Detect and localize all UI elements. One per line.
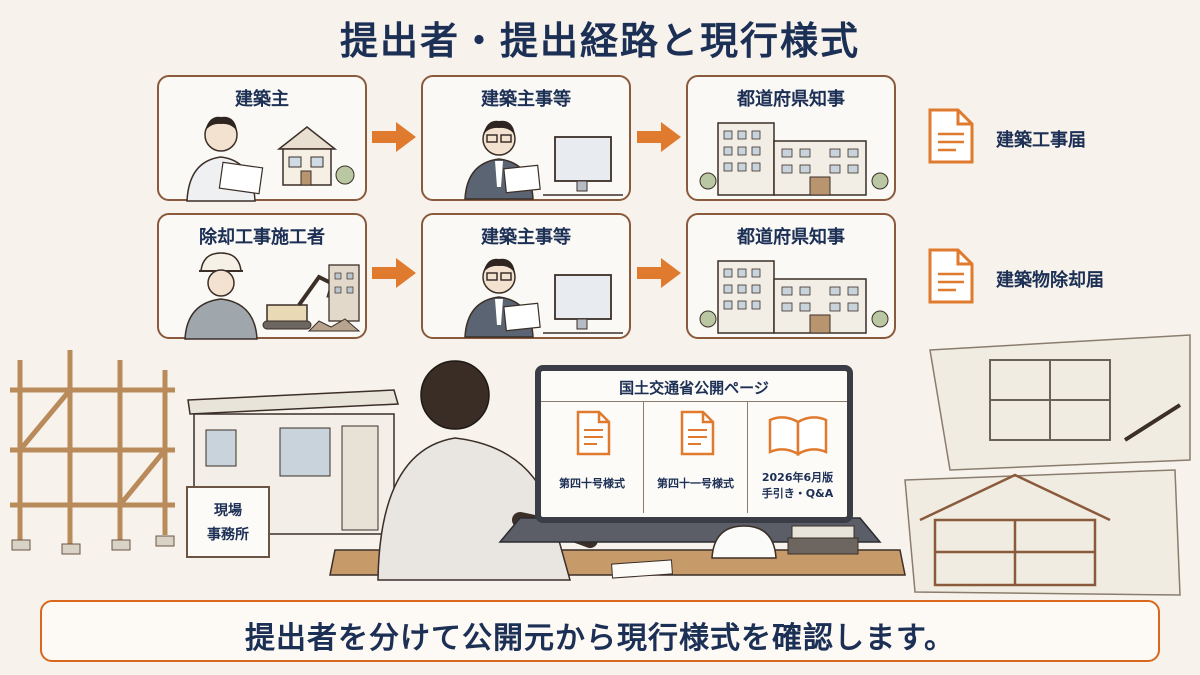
submitter-label: 建築主 xyxy=(235,89,289,110)
form-link-41[interactable]: 第四十一号様式 xyxy=(643,401,747,513)
official-at-desk-illustration xyxy=(464,120,623,200)
form-link-40[interactable]: 第四十号様式 xyxy=(541,401,643,513)
construction-office-scene-illustration xyxy=(10,334,1191,596)
government-building-illustration xyxy=(699,260,889,334)
page-title: 提出者・提出経路と現行様式 xyxy=(339,19,860,63)
guide-version-label: 2026年6月版 xyxy=(761,471,834,484)
intermediary-label: 建築主事等 xyxy=(481,89,571,110)
form-label: 第四十一号様式 xyxy=(657,477,734,490)
site-office-sign: 現場 事務所 xyxy=(186,486,270,558)
arrow-right-icon xyxy=(372,258,416,288)
mlit-page-title: 国土交通省公開ページ xyxy=(619,379,769,397)
sign-line-2: 事務所 xyxy=(207,527,249,543)
submitter-label: 除却工事施工者 xyxy=(199,227,325,248)
authority-card: 都道府県知事 xyxy=(686,213,896,339)
worker-with-excavator-illustration xyxy=(184,252,361,340)
document-icon xyxy=(928,108,974,164)
form-label-demolition: 建築物除却届 xyxy=(996,270,1104,291)
government-building-illustration xyxy=(699,122,889,196)
document-icon xyxy=(680,410,715,456)
guide-title-label: 手引き・Q&A xyxy=(761,487,834,500)
form-label-construction: 建築工事届 xyxy=(996,130,1086,151)
footer-message: 提出者を分けて公開元から現行様式を確認します。 xyxy=(245,621,955,656)
intermediary-label: 建築主事等 xyxy=(481,227,571,248)
guide-link[interactable]: 2026年6月版 手引き・Q&A xyxy=(747,401,847,513)
submitter-card-demolition: 除却工事施工者 xyxy=(157,213,367,340)
arrow-right-icon xyxy=(637,258,681,288)
arrow-right-icon xyxy=(372,122,416,152)
intermediary-card: 建築主事等 xyxy=(421,213,631,339)
document-icon xyxy=(576,410,611,456)
sign-line-1: 現場 xyxy=(214,503,242,519)
laptop-screen: 国土交通省公開ページ 第四十号様式 第四十一号様式 2026年6月版 手引き・Q… xyxy=(535,365,853,523)
arrow-right-icon xyxy=(637,122,681,152)
owner-with-house-illustration xyxy=(186,116,355,202)
footer-banner: 提出者を分けて公開元から現行様式を確認します。 xyxy=(40,600,1160,662)
official-at-desk-illustration xyxy=(464,258,623,338)
authority-card: 都道府県知事 xyxy=(686,75,896,201)
submitter-card-owner: 建築主 xyxy=(157,75,367,202)
form-label: 第四十号様式 xyxy=(559,477,625,490)
document-icon xyxy=(928,248,974,304)
intermediary-card: 建築主事等 xyxy=(421,75,631,201)
authority-label: 都道府県知事 xyxy=(737,227,845,248)
open-book-icon xyxy=(768,416,828,457)
authority-label: 都道府県知事 xyxy=(737,89,845,110)
